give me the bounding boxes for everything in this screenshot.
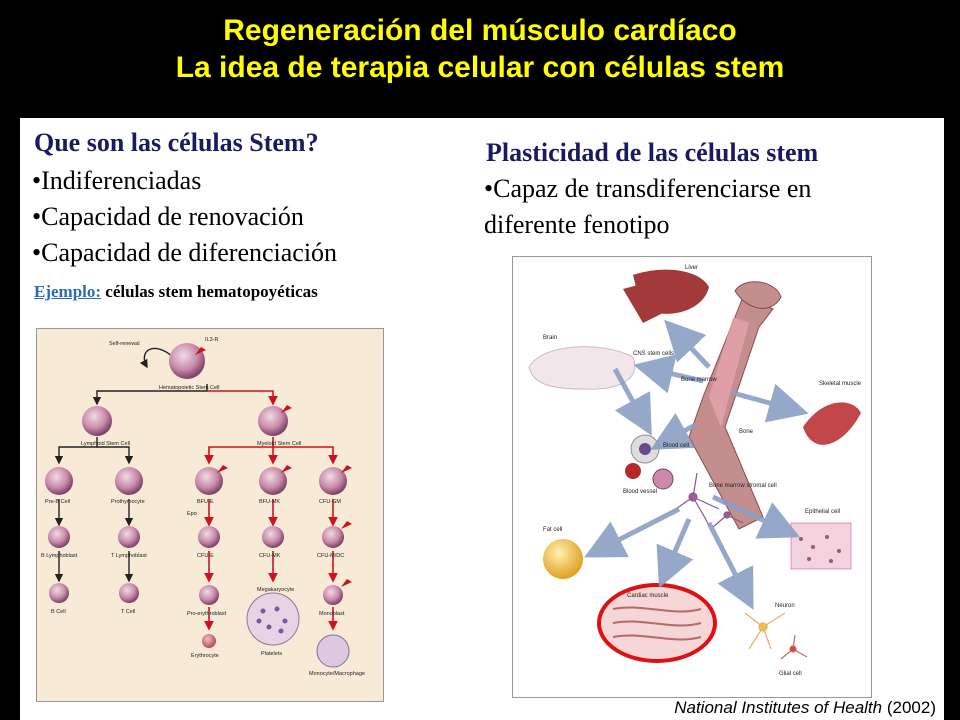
label-bcell: B Cell (51, 609, 66, 615)
liver-icon (633, 269, 709, 314)
source-credit: National Institutes of Health (2002) (674, 698, 936, 718)
label-liver: Liver (685, 265, 698, 271)
label-blood-vessel: Blood vessel (623, 489, 657, 495)
label-bfumk: BFU-MK (259, 499, 280, 505)
label-self-renewal: Self-renewal (109, 341, 140, 347)
left-heading: Que son las células Stem? (34, 128, 319, 157)
slide-title: Regeneración del músculo cardíaco La ide… (0, 12, 960, 86)
credit-source: National Institutes of Health (674, 698, 883, 717)
label-bfue: BFU-E (197, 499, 214, 505)
label-bone: Bone (739, 429, 754, 435)
label-tlymph: T Lymphoblast (111, 553, 147, 559)
content-panel: Que son las células Stem? •Indiferenciad… (20, 118, 944, 720)
label-cfumdc: CFU-M/DC (317, 553, 344, 559)
label-preb: Pre-B Cell (45, 499, 70, 505)
title-line-2: La idea de terapia celular con células s… (175, 51, 785, 84)
label-monoblast: Monoblast (319, 611, 345, 617)
myeloid-cell (258, 406, 288, 436)
example-link[interactable]: Ejemplo: (34, 282, 102, 301)
label-cfugm: CFU-GM (319, 499, 341, 505)
label-cardiac: Cardiac muscle (627, 593, 669, 599)
example-line: Ejemplo: células stem hematopoyéticas (34, 282, 318, 302)
label-macrophage: Monocyte/Macrophage (309, 671, 365, 677)
erythrocyte-cell (202, 634, 216, 648)
label-myeloid: Myeloid Stem Cell (257, 441, 301, 447)
hsc-cell (169, 343, 205, 379)
skeletal-muscle-icon (803, 402, 861, 445)
label-cfumk: CFU-MK (259, 553, 281, 559)
credit-year: (2002) (882, 698, 936, 717)
title-line-1: Regeneración del músculo cardíaco (223, 14, 737, 47)
bullet-transdifferentiate-1: •Capaz de transdiferenciarse en (484, 174, 812, 203)
label-glial: Glial cell (779, 671, 802, 677)
epithelial-icon (790, 522, 852, 570)
label-platelets: Platelets (261, 651, 282, 657)
label-neuron: Neuron (775, 603, 795, 609)
macrophage-cell (316, 634, 350, 668)
lymphoid-cell (82, 406, 112, 436)
bullet-renewal: •Capacidad de renovación (32, 202, 304, 231)
label-bone-marrow: Bone marrow (681, 377, 717, 383)
brain-icon (528, 346, 636, 390)
label-epo: Epo (187, 511, 197, 517)
label-tcell: T Cell (121, 609, 135, 615)
bullet-undifferentiated: •Indiferenciadas (32, 166, 202, 195)
label-hsc: Hematopoietic Stem Cell (159, 385, 220, 391)
label-epithelial: Epithelial cell (805, 509, 840, 515)
label-proerythro: Pro-erythroblast (187, 611, 227, 617)
plasticity-figure: Liver Brain CNS stem cells Bone marrow S… (512, 256, 872, 698)
label-stromal: Bone marrow stromal cell (709, 483, 777, 489)
label-lymphoid: Lymphoid Stem Cell (81, 441, 130, 447)
label-skeletal: Skeletal muscle (819, 381, 862, 387)
bullet-differentiation: •Capacidad de diferenciación (32, 238, 338, 267)
label-fat: Fat cell (543, 527, 562, 533)
label-cns: CNS stem cells (633, 351, 674, 357)
label-megakaryocyte: Megakaryocyte (257, 587, 294, 593)
label-prothymocyte: Prothymocyte (111, 499, 145, 505)
fat-cell-icon (543, 539, 583, 579)
right-heading: Plasticidad de las células stem (486, 138, 819, 167)
stromal-cell-icon (672, 472, 744, 528)
label-erythrocyte: Erythrocyte (191, 653, 219, 659)
bullet-transdifferentiate-2: diferente fenotipo (484, 210, 670, 239)
label-cfue: CFU-E (197, 553, 214, 559)
example-text: células stem hematopoyéticas (101, 282, 318, 301)
glial-icon (780, 634, 808, 660)
label-blood-cell: Blood cell (663, 443, 689, 449)
hematopoiesis-figure: IL3-R Self-renewal Hematopoietic Stem Ce… (36, 328, 384, 702)
label-il3r: IL3-R (205, 337, 218, 343)
megakaryocyte-cell (246, 592, 300, 646)
label-brain: Brain (543, 335, 557, 341)
neuron-icon (744, 612, 786, 650)
label-blymph: B Lymphoblast (41, 553, 78, 559)
